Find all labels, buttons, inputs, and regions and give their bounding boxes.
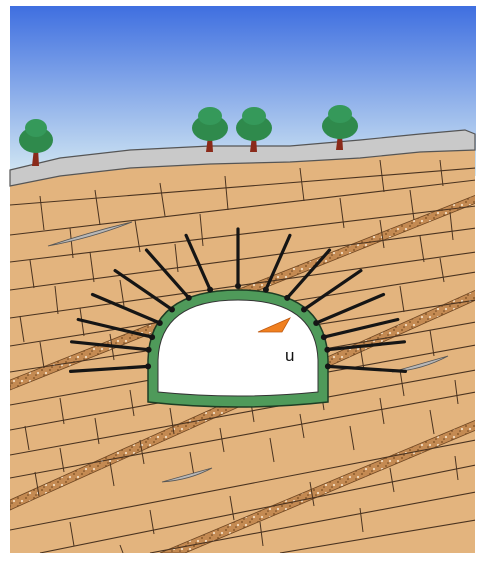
bolt-head [313,320,319,326]
bolt-head [284,295,290,301]
bolt-head [145,363,151,369]
bolt-head [146,347,152,353]
bolt-head [301,307,307,313]
displacement-label: u [285,346,294,365]
bolt-head [325,363,331,369]
bolt-head [186,295,192,301]
bolt-head [235,283,241,289]
tunnel [148,290,328,407]
bolt-head [157,320,163,326]
bolt-head [263,287,269,293]
bolt-head [149,334,155,340]
bolt-head [169,307,175,313]
bolt-head [324,347,330,353]
bolt-head [321,334,327,340]
bolt-head [207,287,213,293]
